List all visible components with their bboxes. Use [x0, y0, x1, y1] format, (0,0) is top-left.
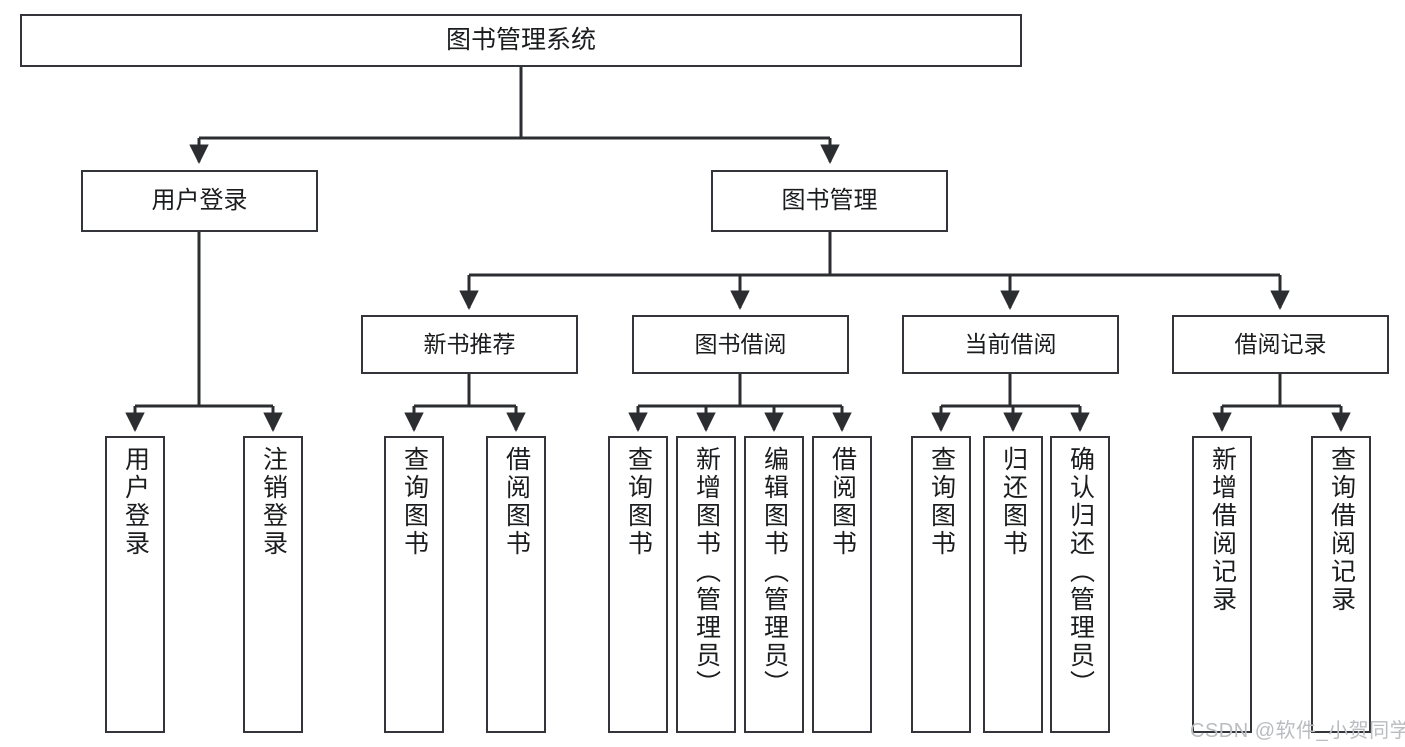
node-leaf-rec-borrow-book[interactable]: 借阅图书: [486, 436, 546, 733]
node-leaf-borrow-query-book-label: 查询图书: [624, 446, 653, 558]
node-user-login-label: 用户登录: [151, 187, 248, 215]
node-leaf-rec-query-record[interactable]: 查询借阅记录: [1311, 436, 1371, 733]
node-leaf-borrow-borrow-book[interactable]: 借阅图书: [812, 436, 872, 733]
node-leaf-cur-query-book[interactable]: 查询图书: [911, 436, 971, 733]
node-borrow-record[interactable]: 借阅记录: [1172, 315, 1389, 374]
node-leaf-cur-confirm-return-label: 确认归还（管理员）: [1066, 446, 1095, 698]
node-leaf-user-login[interactable]: 用户登录: [105, 436, 165, 733]
node-user-login[interactable]: 用户登录: [81, 170, 318, 232]
node-root[interactable]: 图书管理系统: [20, 14, 1022, 67]
node-book-borrow[interactable]: 图书借阅: [632, 315, 849, 374]
node-leaf-borrow-edit-book-label: 编辑图书（管理员）: [760, 446, 789, 698]
node-leaf-rec-add-record-label: 新增借阅记录: [1208, 446, 1237, 614]
node-book-manage-label: 图书管理: [781, 187, 878, 215]
node-leaf-cur-confirm-return[interactable]: 确认归还（管理员）: [1050, 436, 1110, 733]
node-leaf-user-logout[interactable]: 注销登录: [243, 436, 303, 733]
node-leaf-rec-borrow-book-label: 借阅图书: [502, 446, 531, 558]
node-leaf-rec-query-book-label: 查询图书: [400, 446, 429, 558]
node-leaf-user-login-label: 用户登录: [121, 446, 150, 558]
node-leaf-rec-query-book[interactable]: 查询图书: [384, 436, 444, 733]
node-leaf-borrow-add-book-label: 新增图书（管理员）: [692, 446, 721, 698]
node-leaf-cur-return-book-label: 归还图书: [999, 446, 1028, 558]
node-new-book-rec[interactable]: 新书推荐: [361, 315, 578, 374]
node-borrow-record-label: 借阅记录: [1234, 331, 1327, 358]
node-leaf-rec-add-record[interactable]: 新增借阅记录: [1192, 436, 1252, 733]
node-book-manage[interactable]: 图书管理: [711, 170, 948, 232]
node-current-borrow[interactable]: 当前借阅: [902, 315, 1119, 374]
node-leaf-borrow-edit-book[interactable]: 编辑图书（管理员）: [744, 436, 804, 733]
node-leaf-user-logout-label: 注销登录: [259, 446, 288, 558]
node-current-borrow-label: 当前借阅: [964, 331, 1057, 358]
node-leaf-borrow-add-book[interactable]: 新增图书（管理员）: [676, 436, 736, 733]
csdn-watermark: CSDN @软件_小贺同学: [1190, 720, 1405, 742]
node-new-book-rec-label: 新书推荐: [423, 331, 516, 358]
node-leaf-rec-query-record-label: 查询借阅记录: [1327, 446, 1356, 614]
node-leaf-borrow-query-book[interactable]: 查询图书: [608, 436, 668, 733]
node-leaf-cur-query-book-label: 查询图书: [927, 446, 956, 558]
node-leaf-cur-return-book[interactable]: 归还图书: [983, 436, 1043, 733]
node-book-borrow-label: 图书借阅: [694, 331, 787, 358]
node-root-label: 图书管理系统: [445, 26, 596, 55]
node-leaf-borrow-borrow-book-label: 借阅图书: [828, 446, 857, 558]
